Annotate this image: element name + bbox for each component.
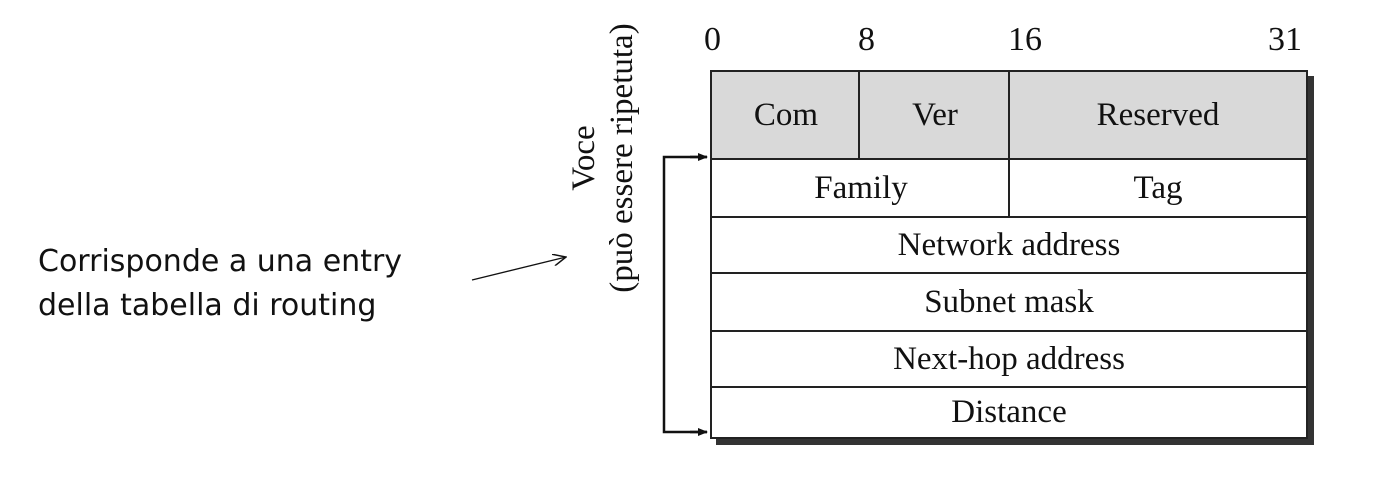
bit-marker-8: 8: [858, 21, 875, 58]
row-divider: [712, 272, 1306, 274]
field-command: Com: [712, 72, 860, 158]
field-network-address: Network address: [897, 226, 1121, 263]
field-next-hop-address: Next-hop address: [893, 340, 1125, 377]
bit-marker-31: 31: [1268, 21, 1302, 58]
field-tag: Tag: [1133, 169, 1183, 206]
field-family: Family: [814, 169, 908, 206]
repeat-bracket: [662, 155, 707, 434]
annotation-line2: della tabella di routing: [38, 288, 377, 323]
column-divider: [1008, 72, 1010, 216]
column-divider: [858, 72, 860, 158]
annotation-line1: Corrisponde a una entry: [38, 244, 403, 279]
field-distance: Distance: [951, 394, 1067, 430]
annotation-arrow: [471, 257, 566, 281]
field-subnet-mask: Subnet mask: [924, 283, 1094, 320]
field-reserved: Reserved: [1010, 72, 1306, 158]
rip-packet-format: Com Ver Reserved Family Tag Network addr…: [710, 70, 1308, 439]
annotation-text: Corrisponde a una entry della tabella di…: [38, 240, 402, 328]
row-divider: [712, 386, 1306, 388]
row-divider: [712, 330, 1306, 332]
row-divider: [712, 216, 1306, 218]
bit-marker-16: 16: [1008, 21, 1042, 58]
bit-marker-0: 0: [704, 21, 721, 58]
field-version: Ver: [860, 72, 1010, 158]
